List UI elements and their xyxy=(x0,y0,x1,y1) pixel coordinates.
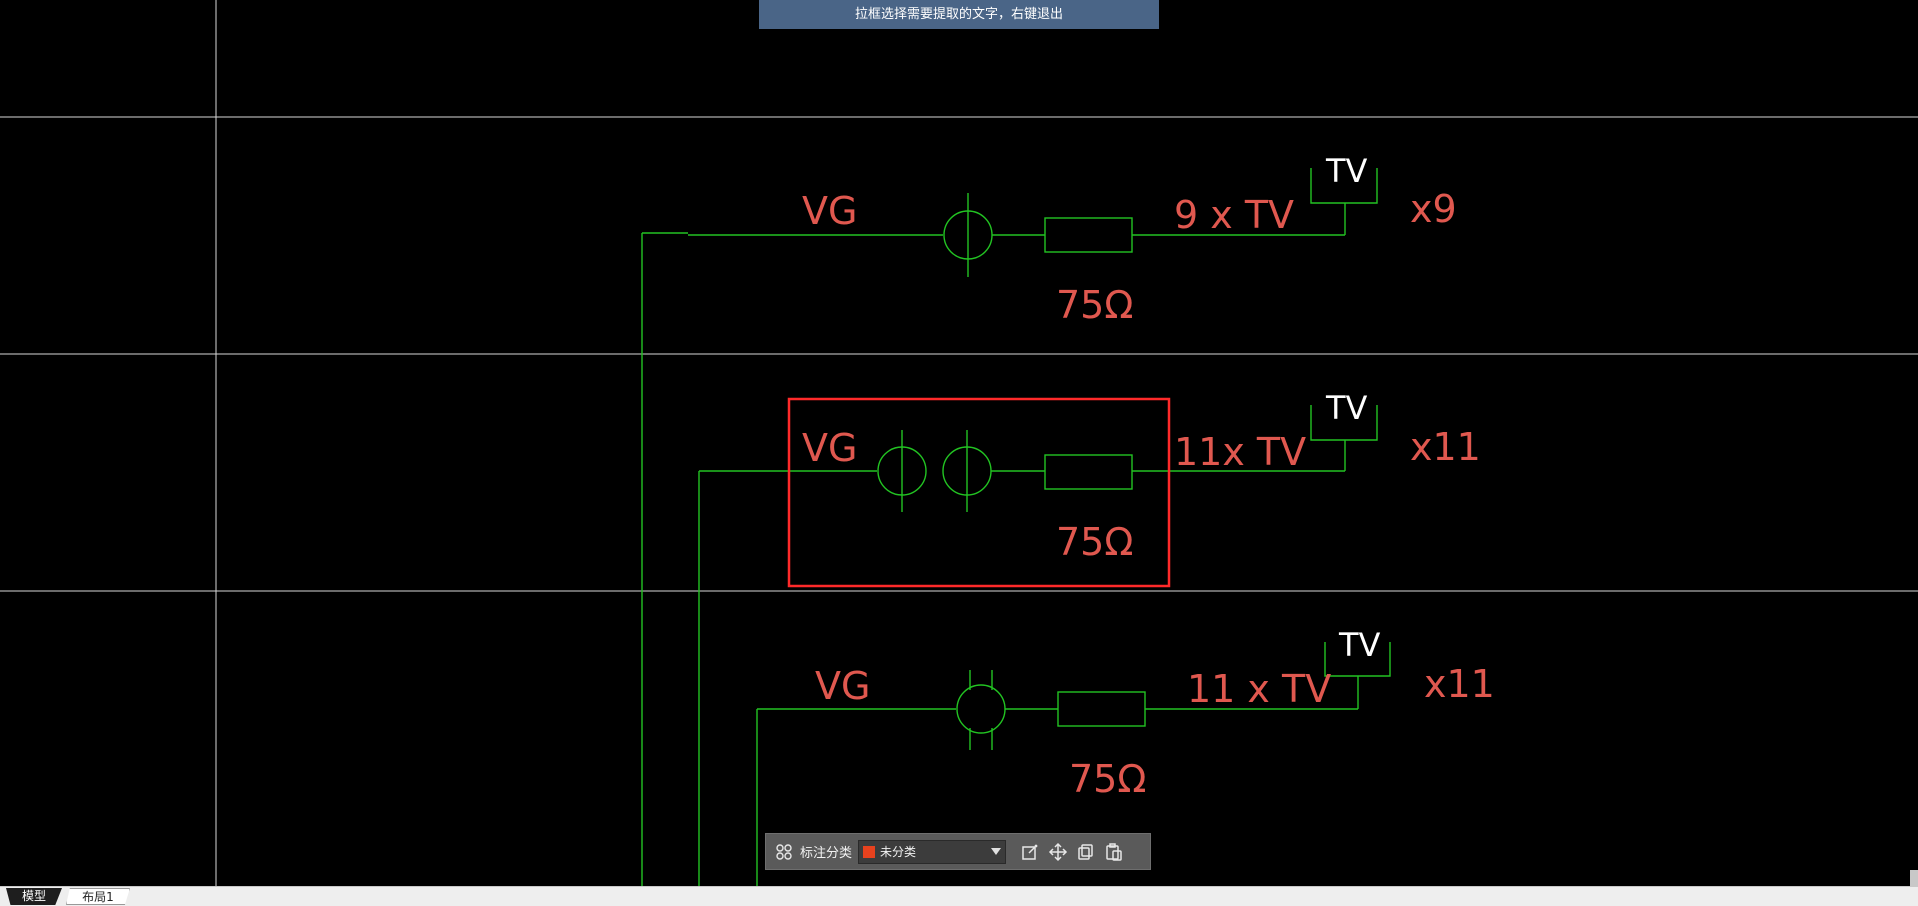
resistor-symbol xyxy=(1044,454,1133,490)
tab-layout1[interactable]: 布局1 xyxy=(66,888,130,905)
resistor-symbol xyxy=(1057,691,1146,727)
selection-box[interactable] xyxy=(787,397,1171,588)
paste-icon[interactable] xyxy=(1100,838,1128,866)
cable-label: 9 x TV xyxy=(1174,193,1294,237)
outlet-label: TV xyxy=(1325,389,1368,427)
tv-outlet-symbol xyxy=(1310,168,1378,204)
count-label: x11 xyxy=(1424,662,1495,706)
chevron-down-icon xyxy=(991,848,1002,855)
category-dropdown[interactable]: 未分类 xyxy=(858,839,1007,864)
outlet-label: TV xyxy=(1325,152,1368,190)
cable-label: 11x TV xyxy=(1174,430,1306,474)
tab-model[interactable]: 模型 xyxy=(6,888,62,905)
resistor-label: 75Ω xyxy=(1056,520,1133,564)
drawing-canvas[interactable]: VG 75Ω 9 x TV TV x9 VG 75Ω 11x TV TV x11… xyxy=(0,0,1918,886)
source-label: VG xyxy=(802,189,857,233)
cad-drawing[interactable]: VG 75Ω 9 x TV TV x9 VG 75Ω 11x TV TV x11… xyxy=(0,0,1918,886)
move-icon[interactable] xyxy=(1044,838,1072,866)
category-label: 标注分类 xyxy=(800,846,853,861)
count-label: x11 xyxy=(1410,425,1481,469)
wiring xyxy=(641,168,1391,886)
splitter-symbol xyxy=(956,684,1006,734)
resistor-symbol xyxy=(1044,217,1133,253)
grid-icon[interactable] xyxy=(770,838,798,866)
resistor-label: 75Ω xyxy=(1056,283,1133,327)
outlet-label: TV xyxy=(1338,626,1381,664)
count-label: x9 xyxy=(1410,187,1457,231)
edit-icon[interactable] xyxy=(1016,838,1044,866)
annotation-toolbar: 标注分类 未分类 xyxy=(765,833,1151,870)
table-grid xyxy=(0,0,1918,886)
copy-icon[interactable] xyxy=(1072,838,1100,866)
cable-label: 11 x TV xyxy=(1187,667,1331,711)
tv-outlet-symbol xyxy=(1310,405,1378,441)
category-swatch xyxy=(863,845,876,858)
prompt-banner: 拉框选择需要提取的文字，右键退出 xyxy=(759,0,1159,29)
category-value: 未分类 xyxy=(880,845,917,859)
resistor-label: 75Ω xyxy=(1069,757,1146,801)
source-label: VG xyxy=(815,664,870,708)
tv-outlet-symbol xyxy=(1324,642,1391,677)
scrollbar[interactable] xyxy=(1910,870,1918,886)
status-bar: 模型 布局1 xyxy=(0,886,1918,906)
source-label: VG xyxy=(802,426,857,470)
